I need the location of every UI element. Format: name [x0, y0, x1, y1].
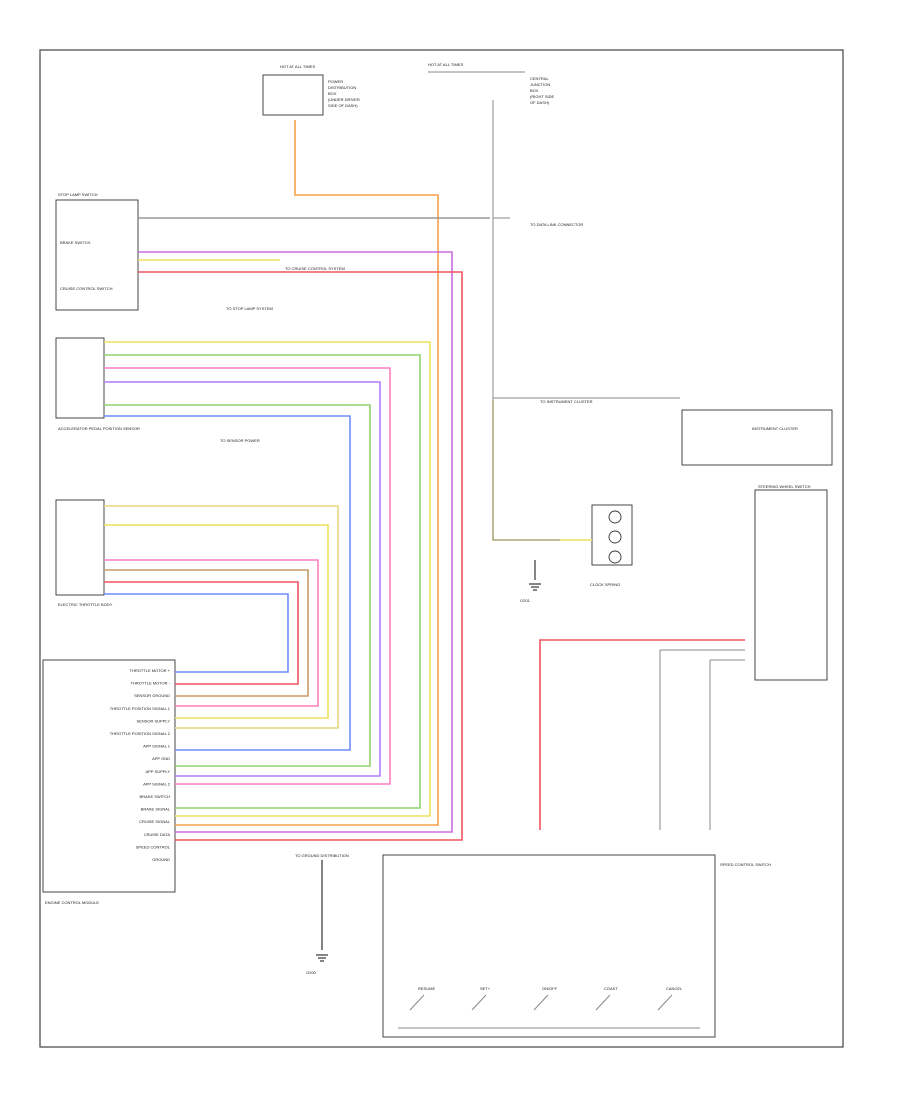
ecm-pin-label: SENSOR GROUND	[134, 693, 170, 698]
throttle-body-label: ELECTRIC THROTTLE BODY	[58, 602, 113, 607]
ecm-pin-label: APP GND	[152, 756, 170, 761]
top-left-fuse-line-3: BOX	[328, 91, 337, 96]
ecm-pin-label: CRUISE DATA	[144, 832, 171, 837]
ref-sensor-power: TO SENSOR POWER	[220, 438, 260, 443]
ref-stop-lamps: TO STOP LAMP SYSTEM	[226, 306, 273, 311]
wire-blue	[104, 593, 289, 673]
stop-lamp-switch-box	[55, 199, 139, 311]
instrument-cluster-label: INSTRUMENT CLUSTER	[752, 426, 798, 431]
ground-label-2: G201	[520, 598, 531, 603]
wire-violet	[104, 381, 381, 777]
top-right-fuse-header: HOT AT ALL TIMES	[428, 62, 463, 67]
throttle-body-box	[55, 499, 105, 596]
ecm-pin-label: THROTTLE MOTOR +	[130, 668, 171, 673]
top-left-fuse-line-5: SIDE OF DASH)	[328, 103, 358, 108]
ground-symbol-2	[529, 583, 541, 591]
ecm-pin-list: THROTTLE MOTOR + THROTTLE MOTOR - SENSOR G…	[110, 668, 171, 862]
clock-spring-box	[591, 504, 633, 566]
speed-control-switch-label: SET+	[480, 986, 491, 991]
wire-yellow	[104, 341, 431, 817]
wire-group	[104, 120, 745, 841]
ecm-pin-label: BRAKE SWITCH	[140, 794, 171, 799]
wire-red	[138, 271, 463, 841]
ecm-pin-label: THROTTLE POSITION SIGNAL 2	[110, 731, 171, 736]
steering-wheel-switch-box	[754, 489, 828, 681]
ecm-pin-label: APP SIGNAL 1	[143, 744, 171, 749]
top-right-fuse-line-1: CENTRAL	[530, 76, 549, 81]
speed-control-contact	[533, 994, 549, 1011]
wire-orange	[175, 120, 439, 826]
ecm-pin-label: THROTTLE POSITION SIGNAL 1	[110, 706, 171, 711]
ground-symbol-1	[316, 954, 328, 962]
diagram-frame	[39, 49, 844, 1048]
clock-spring-circle-2	[608, 530, 622, 544]
wire-blue	[104, 415, 351, 751]
wire-purple	[138, 251, 453, 833]
speed-control-switch-label: ON/OFF	[542, 986, 558, 991]
instrument-cluster-box	[681, 409, 833, 466]
ecm-pin-label: APP SIGNAL 2	[143, 781, 171, 786]
top-right-fuse-line-5: OF DASH)	[530, 100, 550, 105]
central-feed-wire	[492, 100, 560, 541]
speed-control-box	[382, 854, 716, 1038]
stop-lamp-switch-label: STOP LAMP SWITCH	[58, 192, 98, 197]
clock-spring-label: CLOCK SPRING	[590, 582, 620, 587]
clock-spring-circle-3	[608, 550, 622, 564]
top-left-fuse-line-4: (UNDER DRIVER	[328, 97, 360, 102]
ecm-pin-label: SENSOR SUPPLY	[137, 718, 171, 723]
wire-red	[539, 639, 745, 830]
wire-yellow	[104, 524, 329, 719]
top-left-fuse-line-1: POWER	[328, 79, 343, 84]
speed-control-switches: RESUME SET+ ON/OFF COAST CANCEL	[409, 986, 683, 1011]
wire-pink	[104, 367, 391, 785]
ecm-pin-label: BRAKE SIGNAL	[141, 807, 171, 812]
wire-green	[104, 404, 371, 767]
accel-pedal-label: ACCELERATOR PEDAL POSITION SENSOR	[58, 426, 140, 431]
top-right-fuse-line-3: BOX	[530, 88, 539, 93]
speed-control-contact	[409, 994, 425, 1011]
speed-control-contact	[595, 994, 611, 1011]
top-right-fuse-line-2: JUNCTION	[530, 82, 550, 87]
ecm-pin-label: APP SUPPLY	[145, 769, 170, 774]
top-right-fuse-line-4: (RIGHT SIDE	[530, 94, 554, 99]
speed-control-contact	[657, 994, 673, 1011]
ecm-label: ENGINE CONTROL MODULE	[45, 900, 99, 905]
speed-control-switch-label: COAST	[604, 986, 618, 991]
speed-control-contact	[471, 994, 487, 1011]
ground-label-1: G200	[306, 970, 317, 975]
ecm-pin-label: THROTTLE MOTOR -	[131, 681, 171, 686]
ref-ground-dist: TO GROUND DISTRIBUTION	[295, 853, 349, 858]
ecm-pin-label: SPEED CONTROL	[136, 844, 171, 849]
ref-data-link: TO DATA LINK CONNECTOR	[530, 222, 583, 227]
wire-red	[104, 581, 299, 685]
brake-switch-label: BRAKE SWITCH	[60, 240, 91, 245]
clock-spring-circle-1	[608, 510, 622, 524]
wire-brown	[104, 569, 309, 697]
wire-green	[104, 354, 421, 809]
ecm-pin-label: CRUISE SIGNAL	[139, 819, 171, 824]
wire-pink	[104, 559, 319, 707]
accel-pedal-box	[55, 337, 105, 419]
ecm-pin-label: GROUND	[152, 857, 170, 862]
top-left-fuse-line-2: DISTRIBUTION	[328, 85, 356, 90]
top-left-fuse-box	[262, 74, 324, 116]
cruise-switch-label: CRUISE CONTROL SWITCH	[60, 286, 113, 291]
wire-yellow	[492, 400, 592, 541]
speed-control-switch-label: RESUME	[418, 986, 435, 991]
speed-control-label: SPEED CONTROL SWITCH	[720, 862, 771, 867]
steering-wheel-switch-label: STEERING WHEEL SWITCH	[758, 484, 811, 489]
speed-control-switch-label: CANCEL	[666, 986, 683, 991]
ref-cruise: TO CRUISE CONTROL SYSTEM	[285, 266, 345, 271]
top-left-fuse-header: HOT AT ALL TIMES	[280, 64, 315, 69]
ref-instrument: TO INSTRUMENT CLUSTER	[540, 399, 593, 404]
wire-tan	[104, 505, 339, 729]
